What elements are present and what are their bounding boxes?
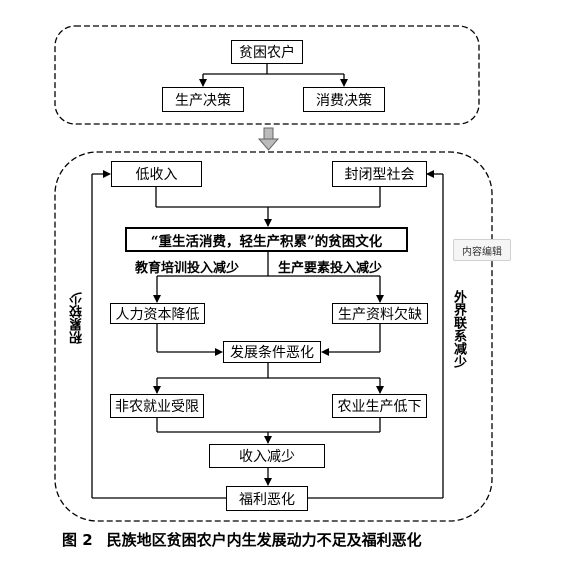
top-dashed-frame	[54, 25, 480, 125]
node-lack-production-means: 生产资料欠缺	[332, 303, 428, 324]
node-production-decision: 生产决策	[162, 87, 244, 112]
node-low-human-capital: 人力资本降低	[110, 303, 205, 324]
content-edit-tooltip[interactable]: 内容编辑	[453, 239, 511, 261]
node-consumption-decision: 消费决策	[303, 87, 385, 112]
main-connectors	[91, 170, 444, 499]
figure-title: 民族地区贫困农户内生发展动力不足及福利恶化	[106, 531, 422, 549]
node-low-agri-production: 农业生产低下	[332, 394, 427, 418]
node-poor-household: 贫困农户	[231, 40, 303, 64]
node-welfare-worse: 福利恶化	[226, 486, 308, 511]
label-education-less: 教育培训投入减少	[135, 261, 240, 276]
label-production-input-less: 生产要素投入减少	[278, 261, 383, 276]
figure-caption: 图 2 民族地区贫困农户内生发展动力不足及福利恶化	[62, 529, 422, 550]
node-income-decrease: 收入减少	[209, 444, 325, 468]
node-limited-employment: 非农就业受限	[110, 394, 204, 418]
top-connectors	[199, 64, 348, 87]
node-worse-conditions: 发展条件恶化	[223, 341, 321, 363]
label-less-accumulation: 积累较少	[70, 292, 85, 344]
node-low-income: 低收入	[111, 161, 202, 187]
node-closed-society: 封闭型社会	[332, 161, 427, 187]
node-poverty-culture: “重生活消费，轻生产积累”的贫困文化	[125, 227, 408, 252]
label-less-external-contact: 外界联系减少	[451, 290, 466, 368]
bottom-dashed-frame	[54, 151, 493, 522]
transition-arrow	[257, 127, 280, 151]
figure-number: 图 2	[62, 531, 93, 549]
